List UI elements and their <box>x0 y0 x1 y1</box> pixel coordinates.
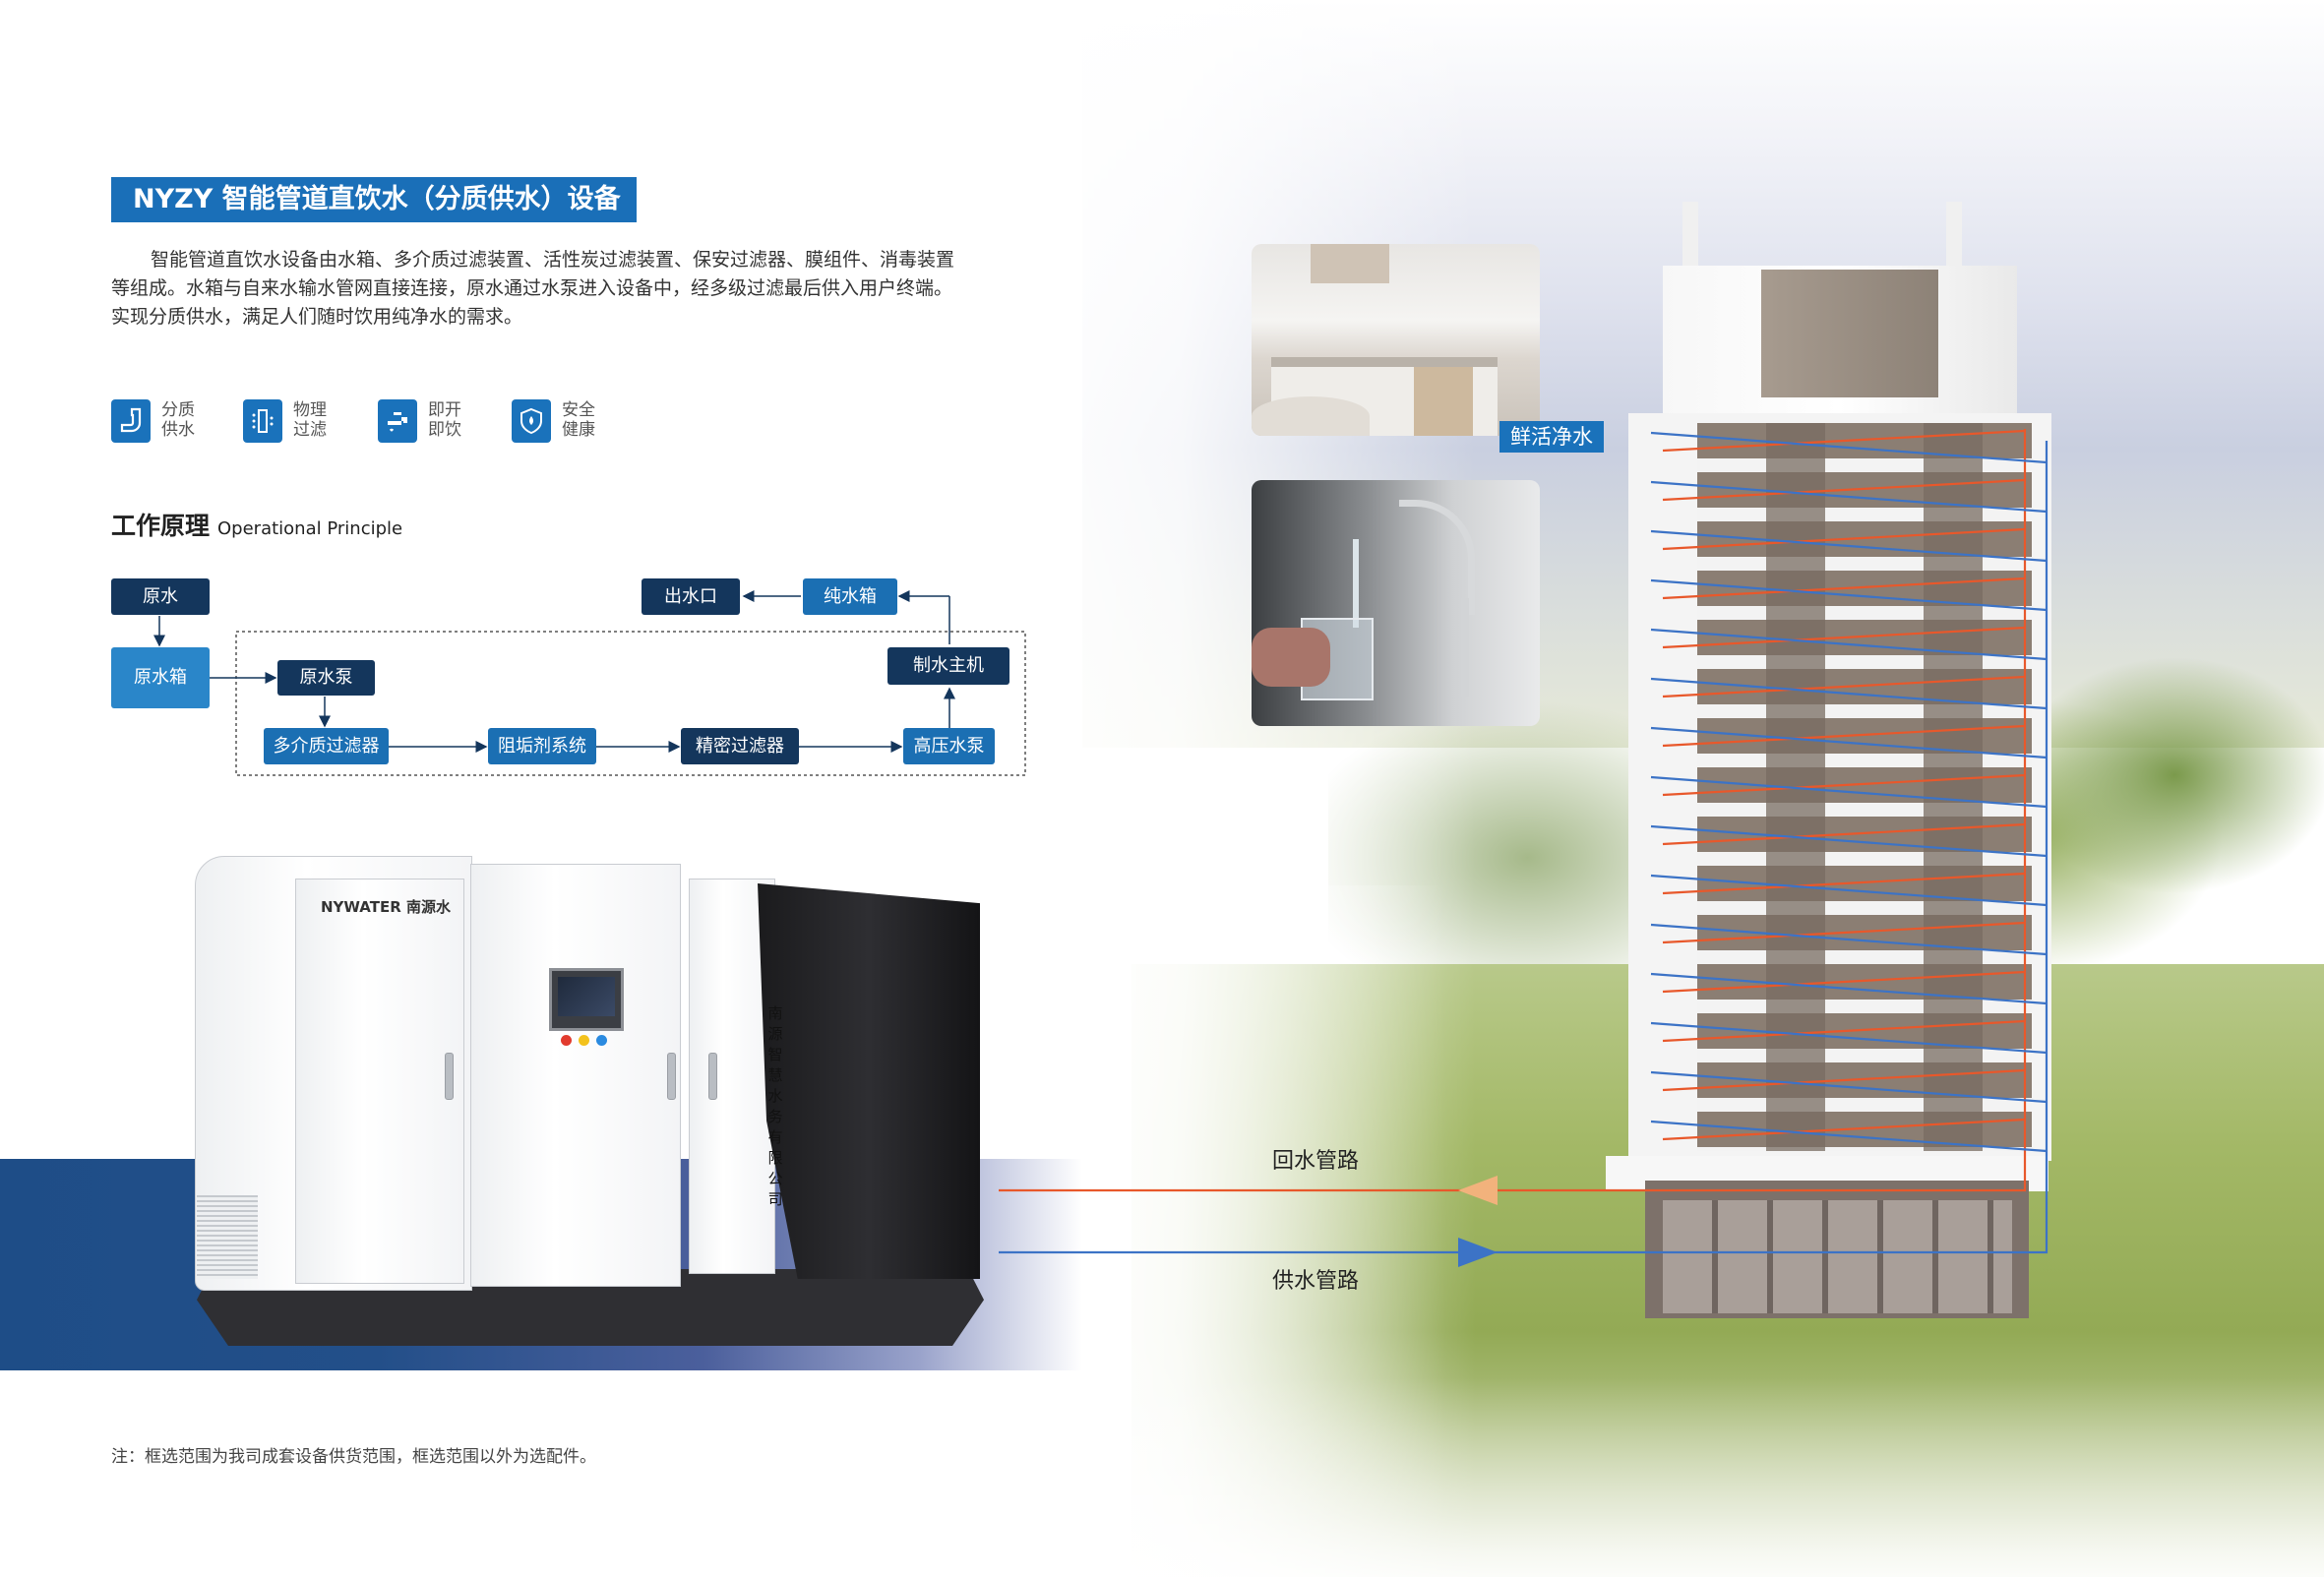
building-roof-box <box>1761 270 1938 397</box>
machine-black-panel <box>758 883 980 1279</box>
door-handle-3 <box>708 1053 717 1100</box>
page-title: NYZY 智能管道直饮水（分质供水）设备 <box>111 177 637 222</box>
bottom-fade <box>886 1377 2324 1577</box>
node-main-unit: 制水主机 <box>887 647 1009 685</box>
faucet-photo <box>1252 480 1540 726</box>
feature-4-line2: 健康 <box>562 420 595 440</box>
machine-door-1 <box>295 879 464 1284</box>
feature-2-line1: 物理 <box>293 400 327 420</box>
node-precision-filter: 精密过滤器 <box>681 728 799 764</box>
section-title: 工作原理 <box>111 512 211 540</box>
section-heading: 工作原理 Operational Principle <box>111 507 402 542</box>
screen-display <box>558 977 615 1016</box>
feature-2-line2: 过滤 <box>293 420 327 440</box>
roof-shaft-1 <box>1682 202 1698 280</box>
indicator-light-red <box>561 1035 572 1046</box>
feature-3-line1: 即开 <box>428 400 461 420</box>
node-raw-water: 原水 <box>111 578 210 615</box>
description-text: 智能管道直饮水设备由水箱、多介质过滤装置、活性炭过滤装置、保安过滤器、膜组件、消… <box>111 249 955 328</box>
door-handle-2 <box>667 1053 676 1100</box>
supply-pipe-label: 供水管路 <box>1272 1269 1360 1294</box>
feature-3-line2: 即饮 <box>428 420 461 440</box>
indicator-light-yellow <box>579 1035 589 1046</box>
supply-arrow-icon <box>1458 1238 1498 1267</box>
machine-vent <box>197 1195 258 1279</box>
kitchen-photo <box>1252 244 1540 436</box>
building-lobby-windows <box>1663 1200 2012 1313</box>
footnote: 注：框选范围为我司成套设备供货范围，框选范围以外为选配件。 <box>111 1447 596 1467</box>
door-handle-1 <box>445 1053 454 1100</box>
building-column-2 <box>1924 423 1983 1151</box>
machine-brand-logo: NYWATER 南源水 <box>321 898 451 916</box>
node-pure-tank: 纯水箱 <box>803 578 897 615</box>
feature-1-line1: 分质 <box>161 400 195 420</box>
faucet-icon <box>378 399 417 443</box>
indicator-light-blue <box>596 1035 607 1046</box>
node-raw-pump: 原水泵 <box>277 660 375 696</box>
fresh-water-callout: 鲜活净水 <box>1499 421 1604 453</box>
return-arrow-icon <box>1458 1176 1498 1205</box>
node-outlet: 出水口 <box>642 578 740 615</box>
node-high-pressure-pump: 高压水泵 <box>903 728 995 764</box>
return-pipe-label: 回水管路 <box>1272 1149 1360 1174</box>
machine-touch-screen <box>549 968 624 1031</box>
feature-1-line2: 供水 <box>161 420 195 440</box>
filter-icon <box>243 399 282 443</box>
feature-4-line1: 安全 <box>562 400 595 420</box>
section-subtitle: Operational Principle <box>217 518 403 539</box>
node-multi-media-filter: 多介质过滤器 <box>264 728 389 764</box>
shield-icon <box>512 399 551 443</box>
roof-shaft-2 <box>1946 202 1962 280</box>
machine-company-name: 南源智慧水务有限公司 <box>767 1004 783 1208</box>
node-antiscalant-system: 阻垢剂系统 <box>488 728 596 764</box>
pipe-icon <box>111 399 151 443</box>
node-raw-tank: 原水箱 <box>111 647 210 708</box>
machine-door-2 <box>470 864 681 1287</box>
